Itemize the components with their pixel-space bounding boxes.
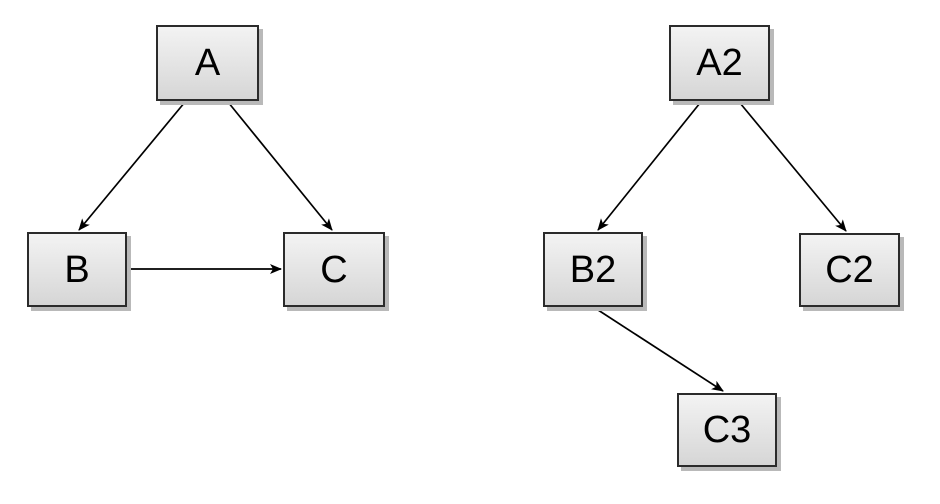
edge-A-C (227, 101, 333, 231)
node-B2[interactable]: B2 (543, 232, 643, 307)
edge-A-B (78, 101, 186, 231)
node-C2[interactable]: C2 (799, 233, 900, 307)
node-C[interactable]: C (283, 232, 385, 307)
node-A2[interactable]: A2 (669, 25, 770, 101)
node-label-C: C (320, 248, 348, 291)
node-label-C3: C3 (702, 409, 752, 451)
node-label-A: A (194, 42, 221, 84)
node-label-B2: B2 (569, 248, 617, 291)
edge-A2-B2 (597, 102, 701, 231)
edge-A2-C2 (739, 102, 847, 232)
node-label-C2: C2 (825, 249, 874, 291)
node-B[interactable]: B (27, 232, 127, 307)
node-C3[interactable]: C3 (677, 393, 777, 467)
node-label-B: B (64, 248, 90, 291)
node-label-A2: A2 (696, 42, 743, 84)
node-A[interactable]: A (156, 25, 259, 101)
edge-B2-C3 (594, 307, 724, 392)
